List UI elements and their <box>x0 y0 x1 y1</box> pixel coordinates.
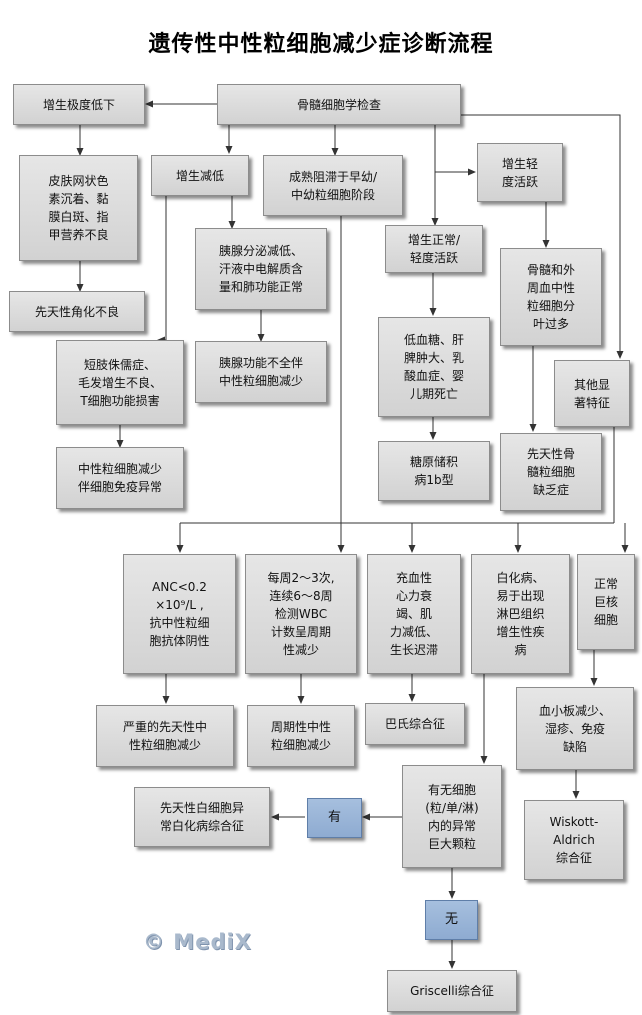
node-dwarfism: 短肢侏儒症、 毛发增生不良、 T细胞功能损害 <box>56 340 184 425</box>
node-normal-active: 增生正常/ 轻度活跃 <box>385 225 483 273</box>
node-thrombocytopenia: 血小板减少、 湿疹、免疫 缺陷 <box>516 687 634 770</box>
node-other-features: 其他显 著特征 <box>554 360 630 427</box>
node-anc: ANC<0.2 ×10⁹/L , 抗中性粒细 胞抗体阴性 <box>123 554 236 674</box>
node-no: 无 <box>425 900 478 940</box>
node-myelokathexis: 先天性骨 髓粒细胞 缺乏症 <box>500 433 602 511</box>
node-hypersegmentation: 骨髓和外 周血中性 粒细胞分 叶过多 <box>500 248 602 346</box>
node-barth: 巴氏综合征 <box>365 703 465 745</box>
node-skin-signs: 皮肤网状色 素沉着、黏 膜白斑、指 甲营养不良 <box>19 155 138 261</box>
node-shwachman: 胰腺功能不全伴 中性粒细胞减少 <box>195 341 327 403</box>
node-albinism: 白化病、 易于出现 淋巴组织 增生性疾 病 <box>471 554 570 674</box>
node-kostmann: 严重的先天性中 性粒细胞减少 <box>96 705 234 767</box>
node-reduced: 增生减低 <box>151 155 249 196</box>
arrow-reduced-dwarf <box>157 196 167 344</box>
node-yes: 有 <box>307 798 362 838</box>
node-mild-active: 增生轻 度活跃 <box>477 143 563 202</box>
node-giant-granules: 有无细胞 (粒/单/淋) 内的异常 巨大颗粒 <box>402 765 502 868</box>
node-chediak-higashi: 先天性白细胞异 常白化病综合征 <box>134 787 270 847</box>
node-maturation-arrest: 成熟阻滞于早幼/ 中幼粒细胞阶段 <box>263 155 403 216</box>
node-hypoglycemia: 低血糖、肝 脾肿大、乳 酸血症、婴 儿期死亡 <box>378 317 490 417</box>
node-glycogen: 糖原储积 病1b型 <box>378 441 490 501</box>
watermark: © MediX <box>143 930 252 954</box>
diagram-title: 遗传性中性粒细胞减少症诊断流程 <box>148 31 494 57</box>
node-heart-failure: 充血性 心力衰 竭、肌 力减低、 生长迟滞 <box>367 554 461 674</box>
node-cyclic: 周期性中性 粒细胞减少 <box>247 705 355 767</box>
node-griscelli: Griscelli综合征 <box>387 970 517 1012</box>
node-immune: 中性粒细胞减少 伴细胞免疫异常 <box>56 447 184 509</box>
node-normal-megakaryocyte: 正常 巨核 细胞 <box>577 554 635 650</box>
node-dyskeratosis: 先天性角化不良 <box>9 291 145 332</box>
node-cyclic-wbc: 每周2～3次, 连续6～8周 检测WBC 计数呈周期 性减少 <box>245 554 357 674</box>
node-marrow-exam: 骨髓细胞学检查 <box>217 84 461 125</box>
node-pancreas: 胰腺分泌减低、 汗液中电解质含 量和肺功能正常 <box>195 228 327 310</box>
arrow-marrow-other <box>455 114 624 359</box>
node-wiskott-aldrich: Wiskott- Aldrich 综合征 <box>524 800 624 880</box>
node-hypoplasia: 增生极度低下 <box>13 84 145 125</box>
